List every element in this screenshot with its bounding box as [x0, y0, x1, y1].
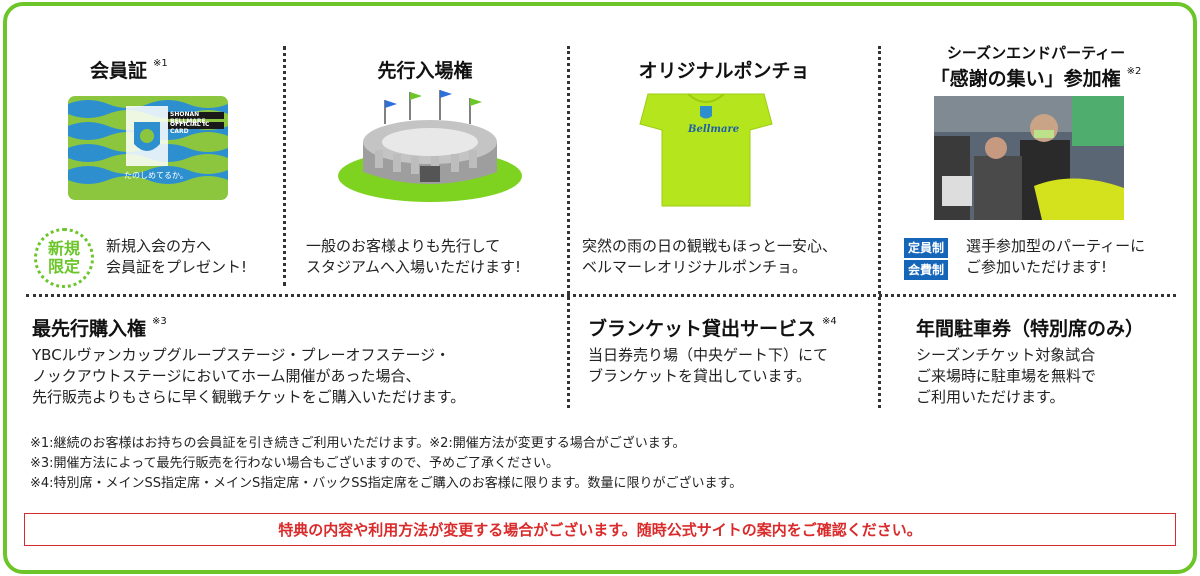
party-desc: 選手参加型のパーティーに ご参加いただけます! [966, 237, 1146, 276]
member-card-image: SHONAN BELLMARE OFFICIAL IC CARD たのしめてるか… [68, 96, 228, 200]
poncho-desc: 突然の雨の日の観戦もほっと一安心、 ベルマーレオリジナルポンチョ。 [582, 237, 838, 276]
divider [567, 46, 570, 408]
divider [878, 46, 881, 408]
new-only-badge: 新規 限定 [34, 228, 94, 288]
party-title-line1: シーズンエンドパーティー [946, 44, 1126, 62]
member-card-title: 会員証※1 [90, 58, 168, 82]
footnote: ※3:開催方法によって最先行販売を行わない場合もございますので、予めご了承くださ… [30, 456, 559, 471]
member-card-desc: 新規入会の方へ 会員証をプレゼント! [106, 237, 248, 276]
presale-desc: YBCルヴァンカップグループステージ・プレーオフステージ・ ノックアウトステージ… [32, 346, 466, 406]
card-text: OFFICIAL IC CARD [170, 121, 210, 135]
fee-required-badge: 会費制 [904, 260, 948, 280]
party-title: 「感謝の集い」参加権※2 [930, 66, 1142, 90]
parking-title: 年間駐車券（特別席のみ） [916, 318, 1145, 340]
stadium-illustration [335, 84, 525, 204]
divider [283, 46, 286, 286]
blanket-title: ブランケット貸出サービス※4 [588, 316, 837, 340]
early-entry-desc: 一般のお客様よりも先行して スタジアムへ入場いただけます! [306, 237, 521, 276]
card-slogan: たのしめてるか。 [124, 171, 188, 180]
footnote: ※1:継続のお客様はお持ちの会員証を引き続きご利用いただけます。※2:開催方法が… [30, 436, 686, 451]
presale-title: 最先行購入権※3 [32, 316, 167, 340]
divider [26, 294, 1176, 297]
capacity-limited-badge: 定員制 [904, 238, 948, 258]
poncho-title: オリジナルポンチョ [638, 60, 810, 82]
notice-box: 特典の内容や利用方法が変更する場合がございます。随時公式サイトの案内をご確認くだ… [24, 513, 1176, 546]
poncho-image: Bellmare [638, 90, 774, 208]
parking-desc: シーズンチケット対象試合 ご来場時に駐車場を無料で ご利用いただけます。 [916, 346, 1097, 406]
blanket-desc: 当日券売り場（中央ゲート下）にて ブランケットを貸出しています。 [588, 346, 829, 385]
notice-text: 特典の内容や利用方法が変更する場合がございます。随時公式サイトの案内をご確認くだ… [278, 521, 922, 539]
footnote: ※4:特別席・メインSS指定席・メインS指定席・バックSS指定席をご購入のお客様… [30, 476, 743, 491]
card-text: SHONAN BELLMARE [170, 111, 206, 125]
early-entry-title: 先行入場権 [377, 60, 473, 82]
poncho-logo: Bellmare [688, 124, 740, 135]
footnotes: ※1:継続のお客様はお持ちの会員証を引き続きご利用いただけます。※2:開催方法が… [30, 434, 1170, 494]
party-photo [934, 96, 1124, 220]
